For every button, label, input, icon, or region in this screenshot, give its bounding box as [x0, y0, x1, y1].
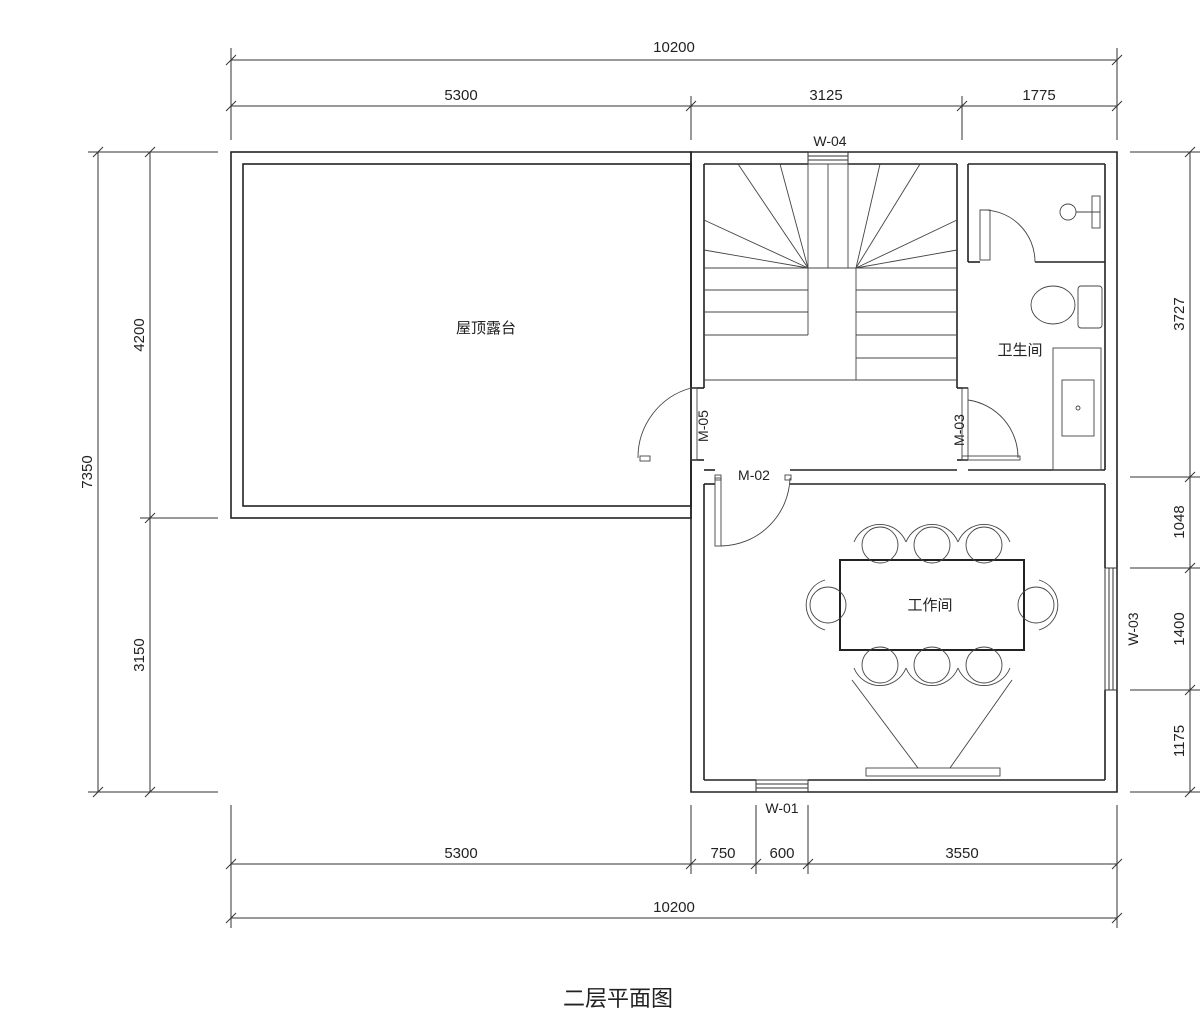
- dim-left-lower: 3150: [131, 638, 148, 671]
- door-label-m02: M-02: [738, 467, 770, 483]
- door-label-m05: M-05: [695, 410, 711, 442]
- dim-right-seg3: 1400: [1171, 612, 1188, 645]
- window-w03: [1104, 567, 1118, 691]
- dim-bottom-seg2: 750: [710, 845, 735, 862]
- projector-cone: [851, 679, 1013, 777]
- dim-bottom-total: 10200: [653, 899, 695, 916]
- dim-top-total: 10200: [653, 39, 695, 56]
- room-label-bathroom: 卫生间: [997, 342, 1042, 359]
- dim-top-seg3: 1775: [1022, 87, 1055, 104]
- shower-fixture: [1059, 195, 1101, 229]
- walls: [230, 151, 1118, 793]
- conference-table: [839, 559, 1025, 651]
- window-label-w01: W-01: [765, 800, 798, 816]
- chairs: [805, 523, 1059, 687]
- dim-left-upper: 4200: [131, 318, 148, 351]
- toilet-fixture: [1030, 285, 1103, 329]
- dim-right-seg2: 1048: [1171, 505, 1188, 538]
- dim-top-seg2: 3125: [809, 87, 842, 104]
- door-label-m03: M-03: [951, 414, 967, 446]
- dim-bottom-seg3: 600: [769, 845, 794, 862]
- sink-fixture: [1052, 347, 1102, 471]
- window-w01: [755, 779, 809, 793]
- door-m03: [961, 387, 1021, 461]
- dim-left-total: 7350: [79, 455, 96, 488]
- dim-bottom-seg1: 5300: [444, 845, 477, 862]
- room-label-roof-terrace: 屋顶露台: [456, 320, 516, 337]
- dim-top-seg1: 5300: [444, 87, 477, 104]
- dim-bottom-seg4: 3550: [945, 845, 978, 862]
- bathroom-door: [979, 209, 1036, 263]
- dim-right-seg1: 3727: [1171, 297, 1188, 330]
- staircase: [703, 163, 958, 381]
- window-label-w03: W-03: [1125, 612, 1141, 645]
- dimension-lines: [88, 48, 1200, 928]
- room-label-workroom: 工作间: [907, 597, 952, 614]
- window-label-w04: W-04: [813, 133, 846, 149]
- dim-right-seg4: 1175: [1171, 725, 1188, 757]
- drawing-title: 二层平面图: [563, 986, 673, 1011]
- window-w04: [807, 151, 849, 165]
- door-m02: [714, 474, 792, 547]
- door-m05: [637, 387, 698, 462]
